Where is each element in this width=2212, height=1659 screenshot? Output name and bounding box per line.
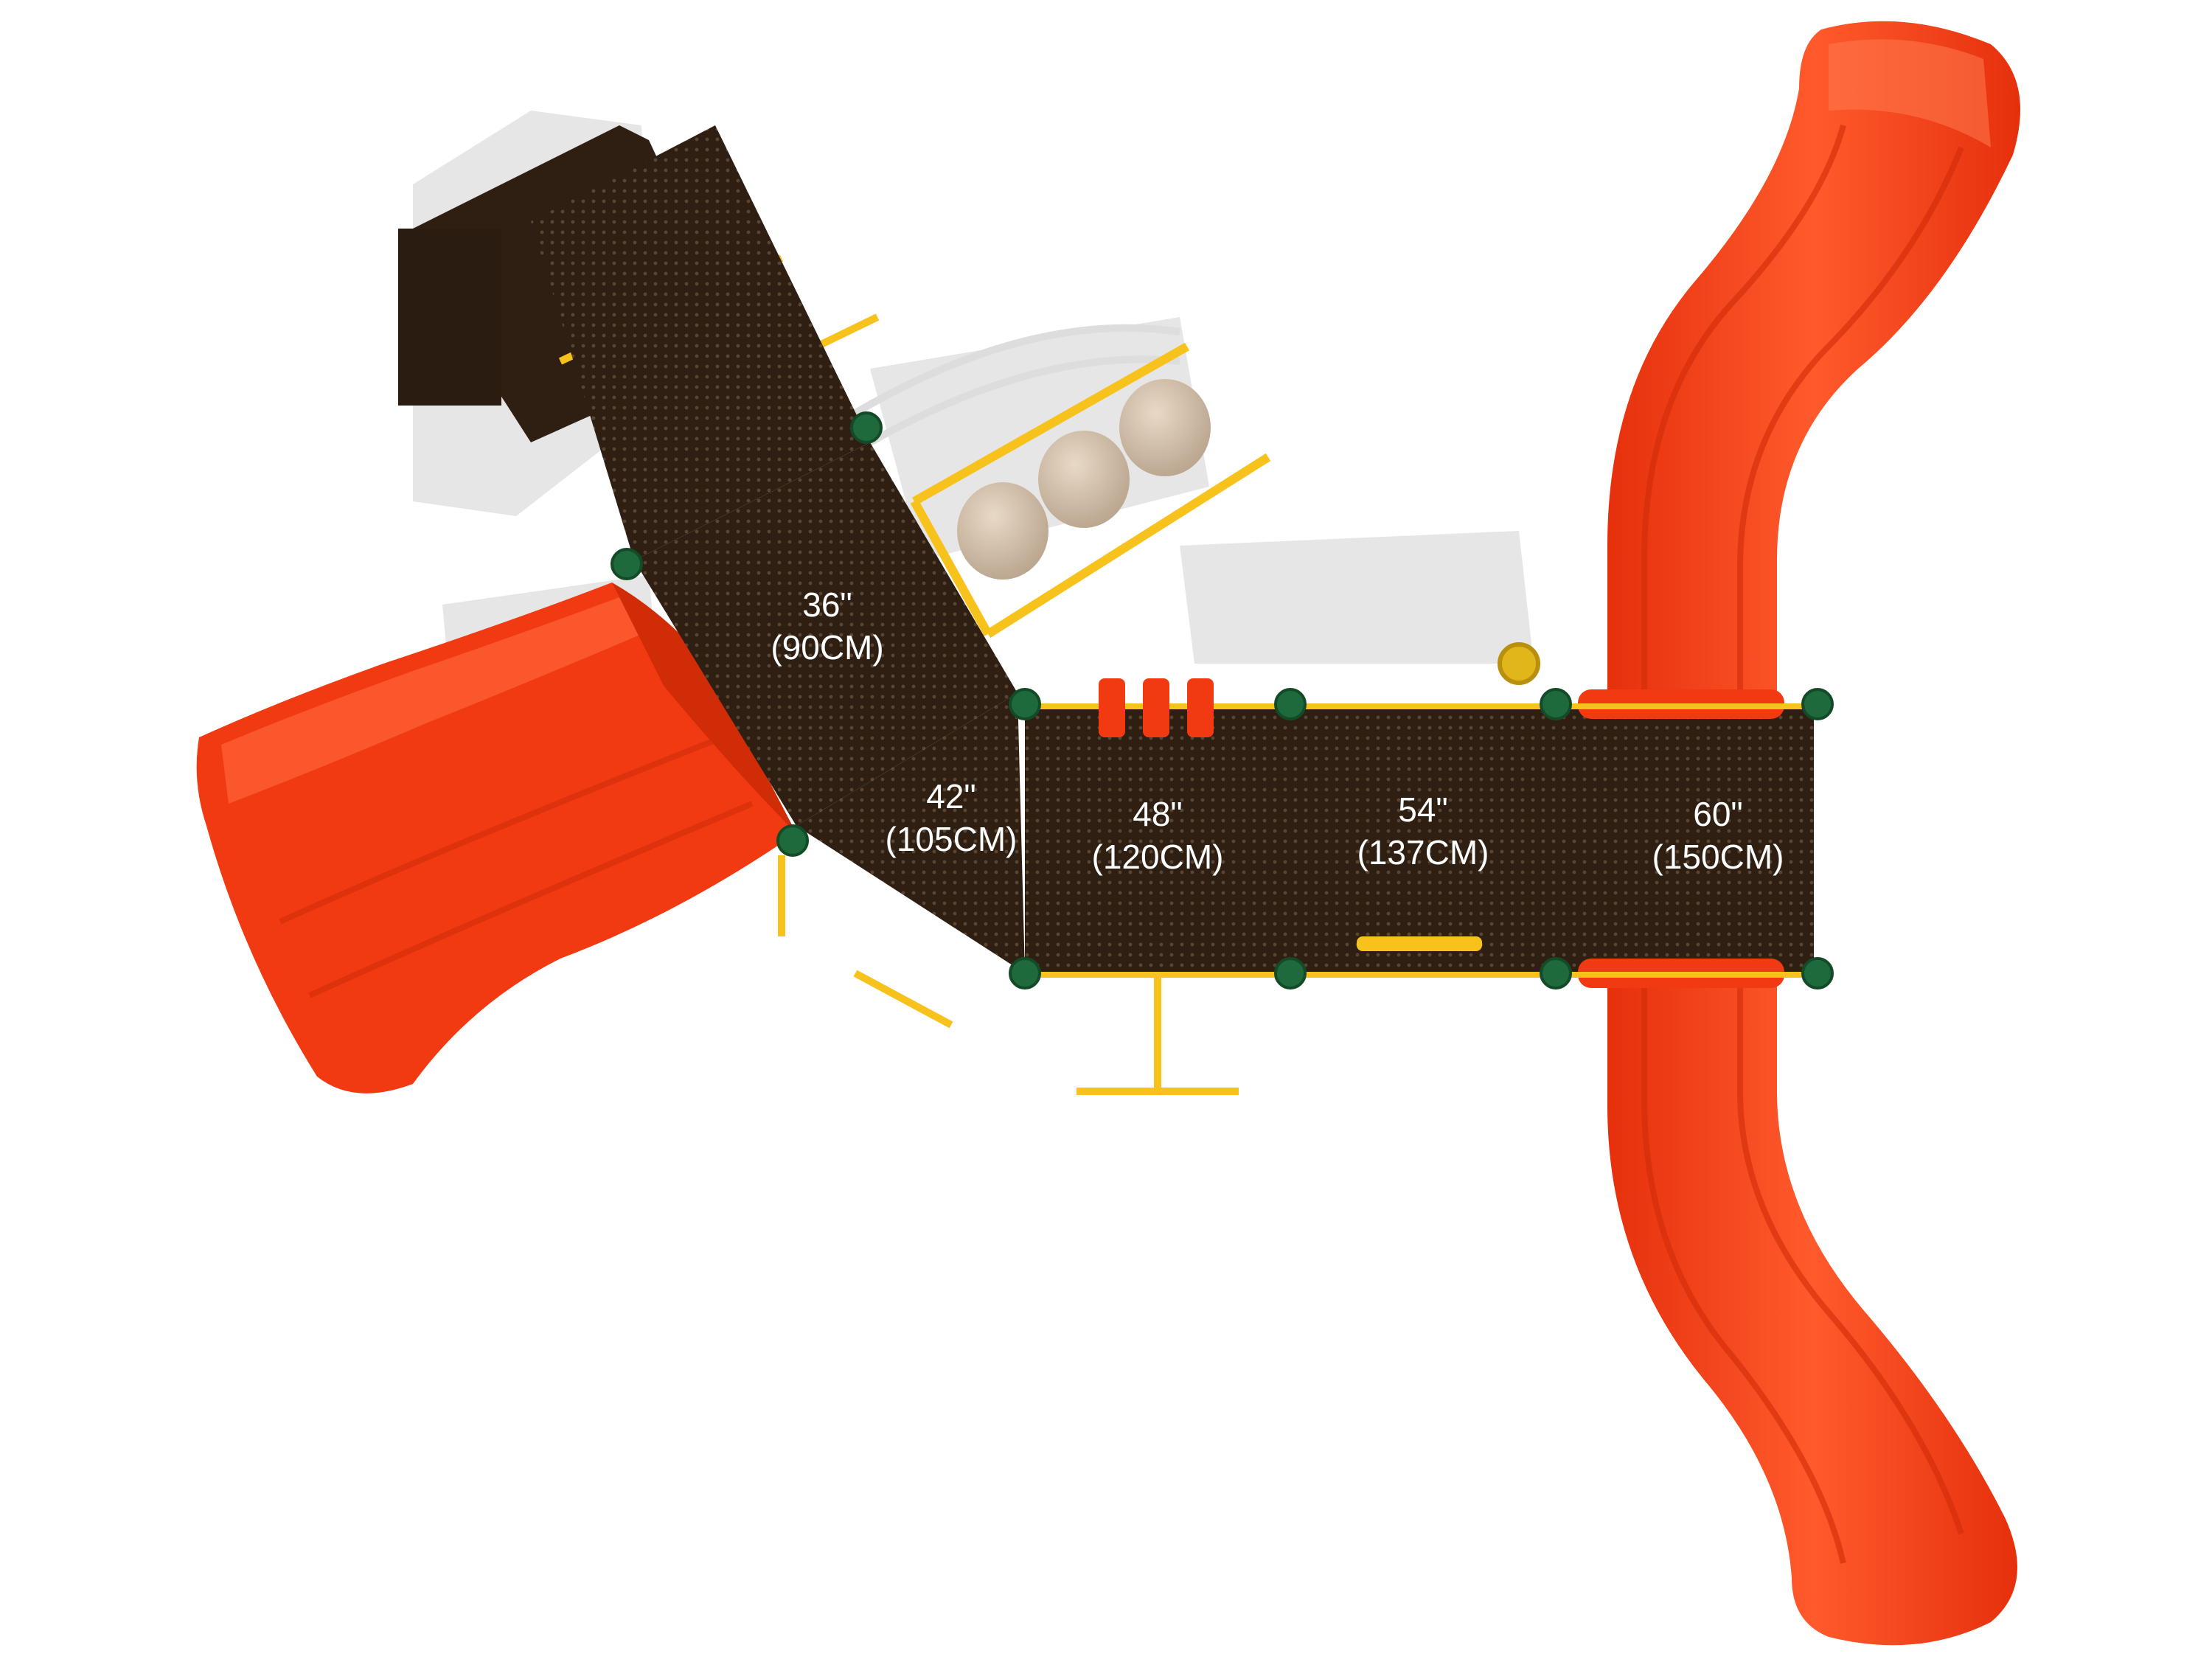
deck-60-height-cm: (150CM) xyxy=(1652,838,1784,876)
deck-48-height-in: 48" xyxy=(1133,795,1183,833)
right-curved-slide-upper xyxy=(1607,21,2020,693)
post-cap-icon xyxy=(1540,957,1572,990)
panel-bumps xyxy=(1099,678,1214,737)
deck-60 xyxy=(1556,708,1814,973)
post-cap-icon xyxy=(1540,688,1572,720)
post-cap-icon xyxy=(1274,957,1307,990)
post-cap-icon xyxy=(1009,688,1041,720)
lower-ladder xyxy=(778,855,1239,1095)
deck-54-height-in: 54" xyxy=(1398,790,1448,829)
post-cap-icon xyxy=(776,824,809,857)
deck-48 xyxy=(1025,708,1290,973)
deck-36 xyxy=(634,442,1018,826)
arch-climber xyxy=(910,342,1271,639)
stepping-pod-icon xyxy=(957,482,1048,580)
post-cap-icon xyxy=(1801,957,1834,990)
post-cap-icon xyxy=(1801,688,1834,720)
post-cap-icon xyxy=(611,548,643,580)
stepping-pod-icon xyxy=(1038,431,1130,528)
post-cap-icon xyxy=(1009,957,1041,990)
deck-36-height-cm: (90CM) xyxy=(771,628,883,667)
deck-42-height-cm: (105CM) xyxy=(886,820,1018,858)
deck-36-height-in: 36" xyxy=(802,585,852,624)
post-cap-icon xyxy=(850,411,883,444)
post-caps xyxy=(611,411,1834,990)
post-cap-icon xyxy=(1274,688,1307,720)
left-wave-slide xyxy=(196,582,797,1093)
deck-48-height-cm: (120CM) xyxy=(1092,838,1224,876)
stepping-pods xyxy=(957,379,1211,580)
climber-shadow xyxy=(853,324,1180,446)
steering-wheel-icon xyxy=(1498,642,1540,685)
deck-54-height-cm: (137CM) xyxy=(1357,833,1489,872)
right-curved-slide-lower xyxy=(1607,966,2017,1646)
deck-42 xyxy=(796,693,1025,973)
deck-60-height-in: 60" xyxy=(1693,795,1743,833)
deck-42-height-in: 42" xyxy=(926,777,976,815)
deck-36-stairs xyxy=(531,125,870,560)
deck-54 xyxy=(1290,708,1556,973)
play-panel xyxy=(1357,936,1482,951)
stepping-pod-icon xyxy=(1119,379,1211,476)
